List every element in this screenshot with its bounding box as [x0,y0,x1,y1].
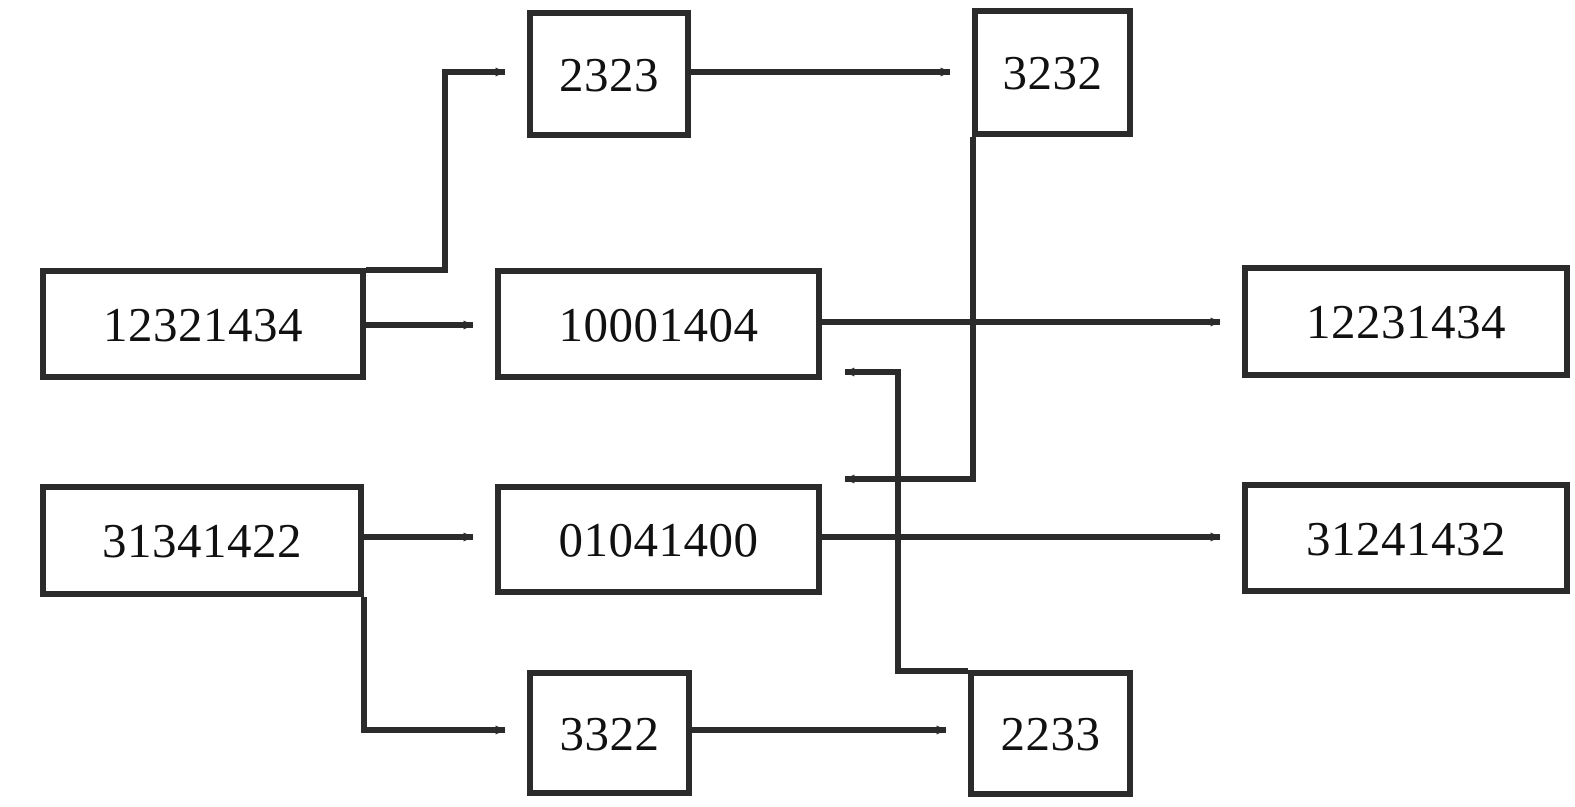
node-label: 10001404 [558,296,759,352]
node-label: 3322 [559,705,660,761]
node-10001404[interactable]: 10001404 [495,268,822,380]
node-label: 01041400 [558,512,759,567]
node-label: 2233 [1000,706,1101,761]
node-3322[interactable]: 3322 [527,670,692,796]
node-label: 12231434 [1306,294,1506,349]
node-label: 31341422 [102,513,302,568]
node-label: 3232 [1002,45,1103,100]
node-01041400[interactable]: 01041400 [495,484,822,595]
node-12231434[interactable]: 12231434 [1242,265,1570,378]
edge-3232-to-01041400 [844,137,976,484]
node-12321434[interactable]: 12321434 [40,268,366,380]
node-3232[interactable]: 3232 [972,8,1133,137]
node-2323[interactable]: 2323 [527,10,691,138]
node-31241432[interactable]: 31241432 [1242,482,1570,594]
node-label: 2323 [559,46,659,102]
node-label: 12321434 [103,296,303,352]
node-2233[interactable]: 2233 [968,670,1133,797]
node-label: 31241432 [1306,510,1506,566]
edge-12321434-to-2323 [366,67,506,273]
edge-31341422-to-3322 [361,597,506,735]
edge-2233-to-10001404 [844,367,968,674]
node-31341422[interactable]: 31341422 [40,484,364,597]
